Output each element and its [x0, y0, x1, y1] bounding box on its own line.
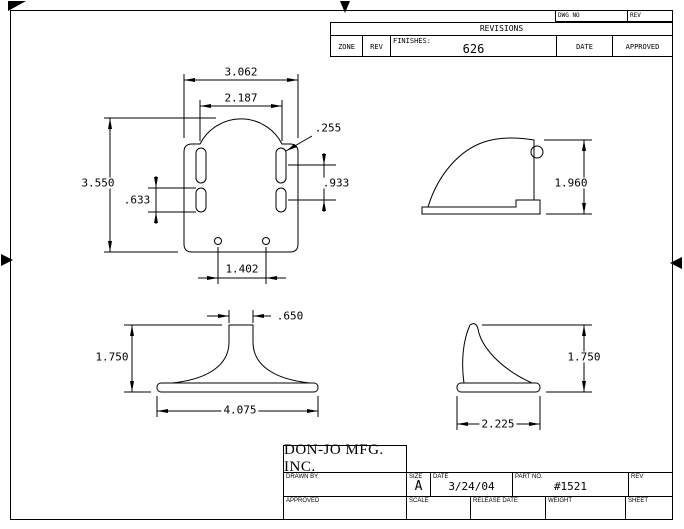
- base-slab: [156, 382, 319, 393]
- part-no-cell: PART NO. #1521: [513, 473, 629, 496]
- dome-outline: [427, 137, 535, 208]
- revisions-col-approved: APPROVED: [625, 42, 660, 51]
- base-plate-outline: [421, 199, 541, 215]
- sheet-label: SHEET: [628, 497, 649, 504]
- dim-profile-height: 1.750: [565, 350, 603, 364]
- approved-row: APPROVED: [284, 497, 406, 520]
- size-label: SIZE: [409, 474, 423, 480]
- scale-label: SCALE: [409, 497, 429, 504]
- titleblock-rev-label: REV: [631, 474, 644, 480]
- dim-front-slot-width: .255: [312, 121, 344, 135]
- bell-outline: [171, 324, 311, 384]
- revisions-col-rev: REV: [363, 36, 391, 57]
- finishes-cell: FINISHES: 626: [391, 36, 557, 57]
- sheet-cell: SHEET: [626, 497, 672, 520]
- top-center-arrow-mark: [340, 1, 350, 13]
- title-block-signatures: DRAWN BY APPROVED: [284, 473, 407, 519]
- registration-marks: [1, 1, 682, 269]
- hook-detail: [530, 145, 544, 159]
- elevation-view: [124, 310, 319, 417]
- dim-front-height: 3.550: [79, 176, 117, 190]
- dim-front-right-slot: .933: [320, 176, 352, 190]
- finishes-value: 626: [462, 42, 485, 56]
- dim-front-hole-spacing: 1.402: [223, 262, 261, 276]
- slot-lower-left: [195, 187, 207, 213]
- size-cell: SIZE A: [407, 473, 431, 496]
- screw-hole-right: [262, 237, 270, 245]
- dim-side-height: 1.960: [552, 176, 590, 190]
- part-no-label: PART NO.: [515, 474, 543, 480]
- date-value: 3/24/04: [448, 479, 495, 493]
- drawn-by-row: DRAWN BY: [284, 473, 406, 497]
- drawn-by-label: DRAWN BY: [286, 474, 319, 480]
- scale-cell: SCALE: [407, 496, 471, 519]
- dim-elev-base-width: 4.075: [221, 403, 259, 417]
- screw-hole-left: [214, 237, 222, 245]
- slot-upper-left: [195, 147, 207, 184]
- revisions-table: REVISIONS ZONE REV FINISHES: 626 DATE AP…: [330, 22, 673, 57]
- dim-front-width: 3.062: [222, 65, 260, 79]
- weight-label: WEIGHT: [548, 497, 572, 504]
- date-label: DATE: [433, 474, 449, 480]
- dwg-no-label: DWG NO: [556, 11, 628, 21]
- plate-outline: [183, 118, 299, 253]
- side-view: [421, 137, 592, 215]
- right-center-arrow-mark: [670, 257, 682, 269]
- rev-label: REV: [630, 12, 641, 19]
- dim-front-dome-width: 2.187: [222, 91, 260, 105]
- company-name-box: DON-JO MFG. INC.: [283, 442, 407, 475]
- profile-view: [456, 323, 592, 430]
- dwg-no-strip: DWG NO REV: [555, 10, 673, 22]
- release-date-cell: RELEASE DATE: [471, 496, 546, 519]
- title-block: DRAWN BY APPROVED SIZE A DATE 3/24/04 PA…: [283, 472, 673, 520]
- size-value: A: [414, 478, 423, 494]
- weight-cell: WEIGHT: [546, 496, 626, 519]
- dim-elev-height: 1.750: [93, 350, 131, 364]
- revisions-title: REVISIONS: [331, 23, 672, 36]
- slot-lower-right: [275, 187, 287, 213]
- release-date-label: RELEASE DATE: [473, 497, 518, 504]
- revisions-col-zone: ZONE: [331, 36, 363, 57]
- rev-cell: REV: [629, 473, 672, 496]
- finishes-label: FINISHES:: [393, 37, 431, 45]
- dim-elev-stem-width: .650: [274, 309, 306, 323]
- dim-profile-base-width: 2.225: [479, 417, 517, 431]
- date-cell: DATE 3/24/04: [431, 473, 513, 496]
- base-slab: [456, 382, 541, 393]
- dim-front-left-slot: .633: [121, 193, 153, 207]
- approved-label: APPROVED: [286, 497, 320, 504]
- part-no-value: #1521: [553, 479, 588, 493]
- left-center-arrow-mark: [1, 254, 13, 266]
- front-view: [104, 74, 336, 284]
- fin-outline: [462, 323, 533, 384]
- revisions-col-date: DATE: [557, 36, 613, 57]
- slot-upper-right: [275, 147, 287, 184]
- company-name: DON-JO MFG. INC.: [284, 442, 384, 475]
- corner-trim-mark: [8, 1, 26, 11]
